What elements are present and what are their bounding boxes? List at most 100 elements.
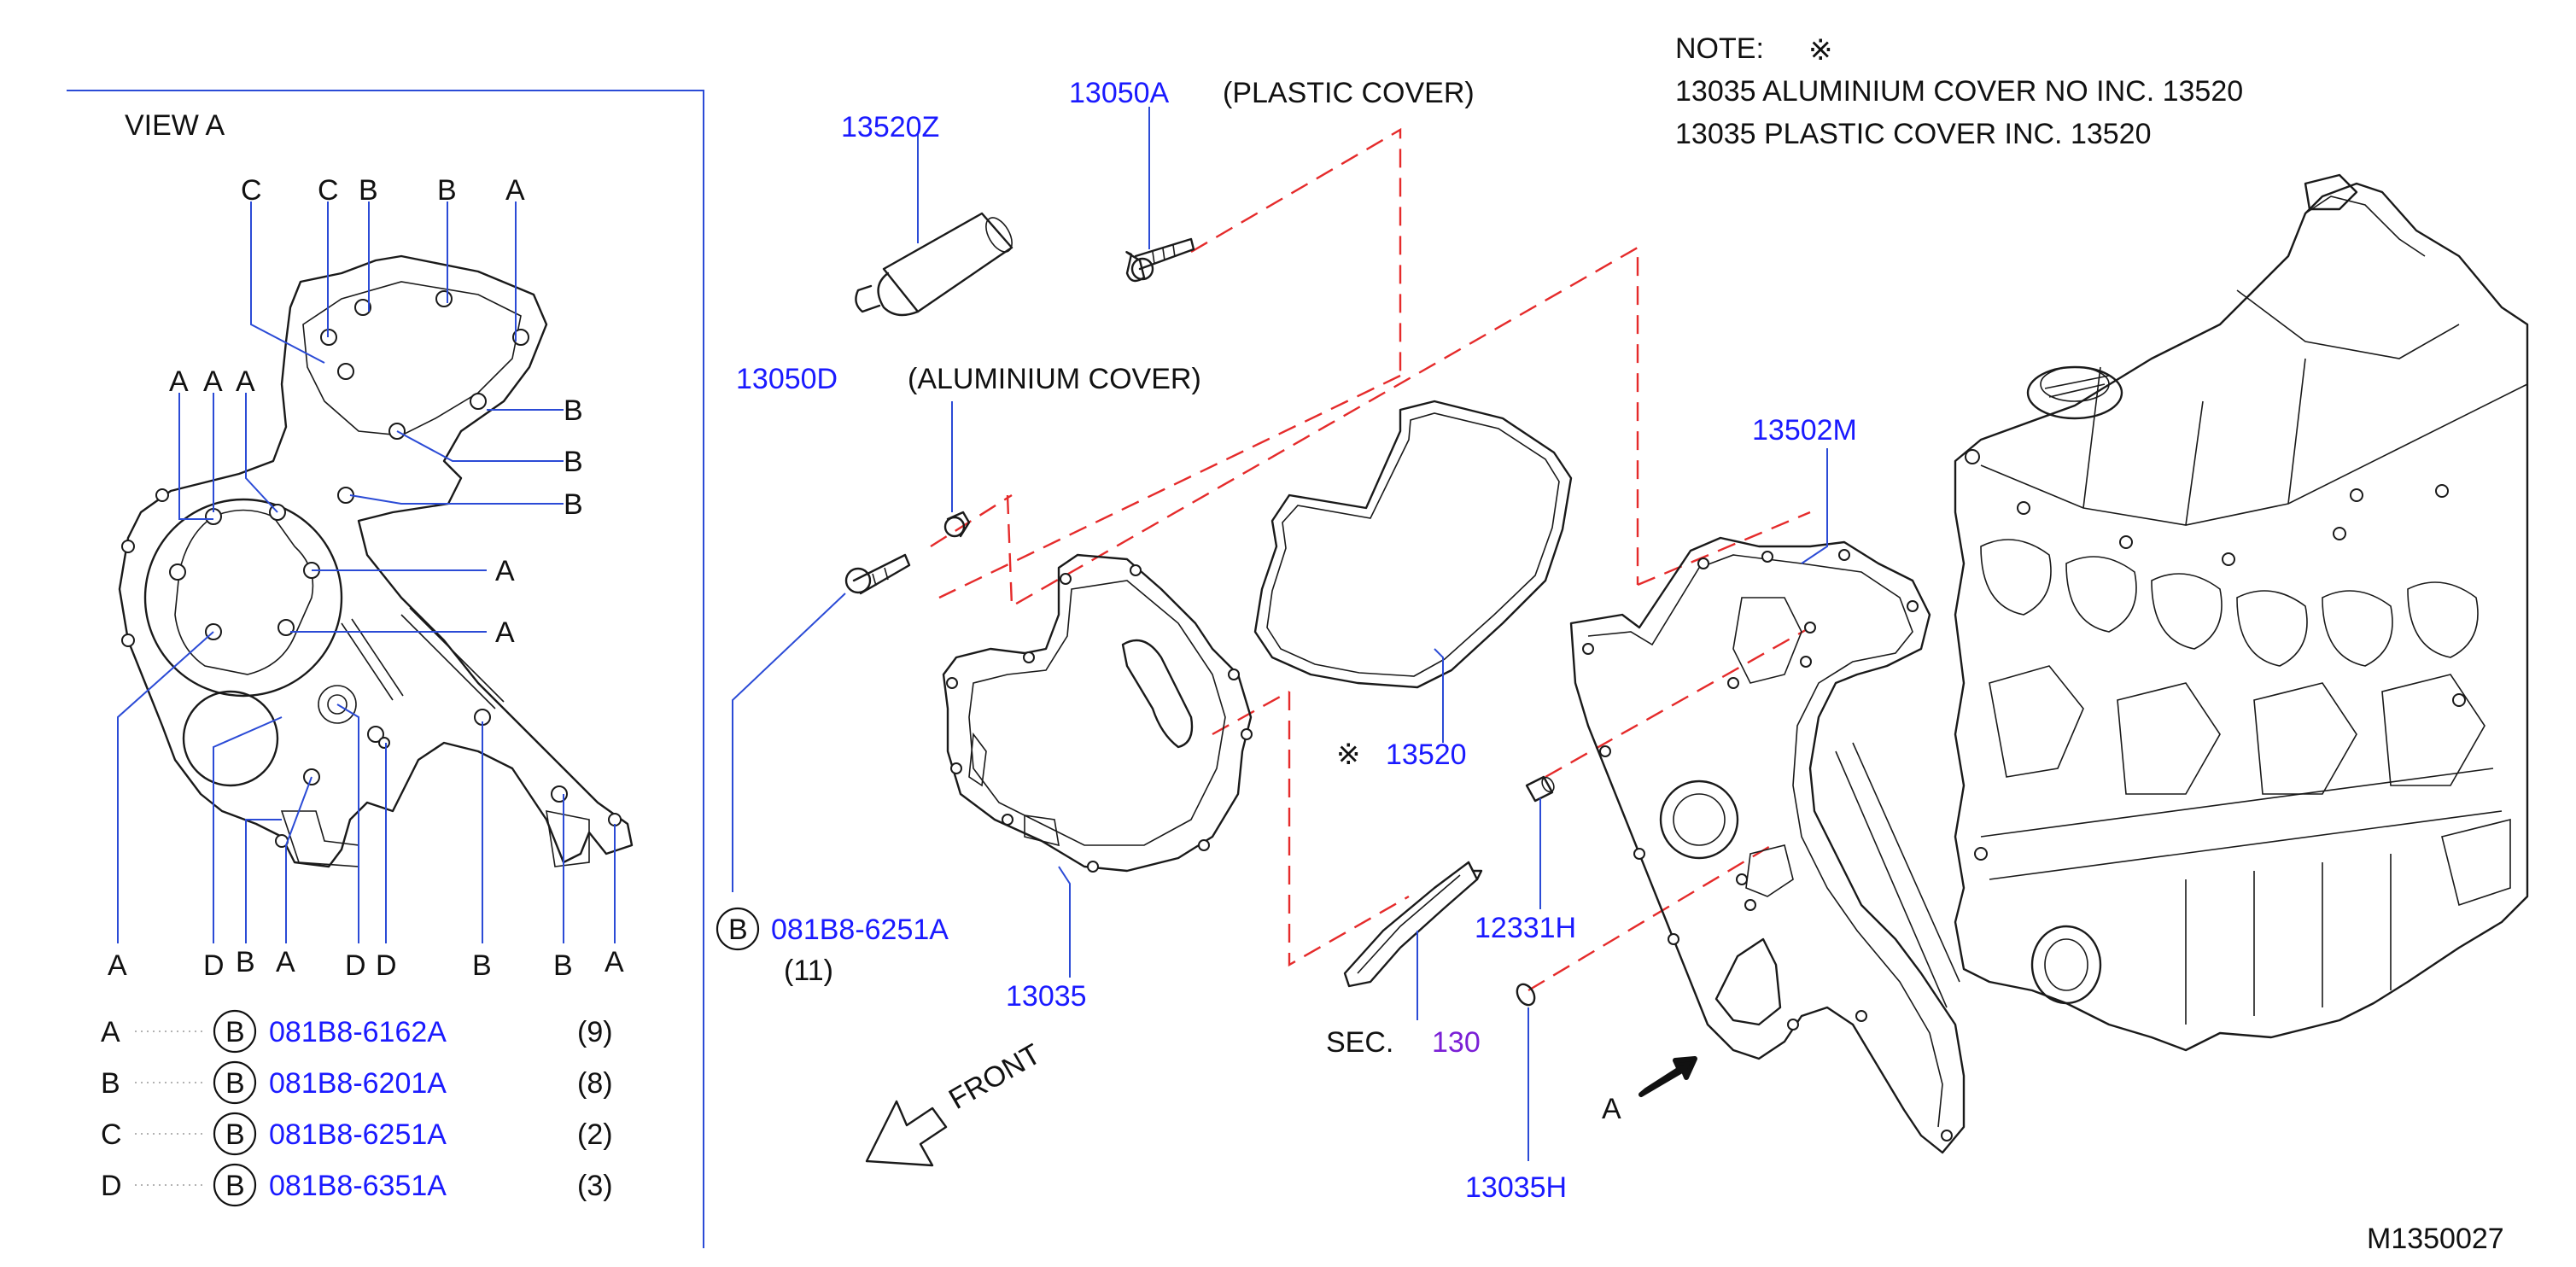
view-letter-top-4: B xyxy=(437,174,457,207)
legend-row-a[interactable]: A B 081B8-6162A (9) xyxy=(101,1009,613,1054)
part-13035h-label[interactable]: 13035H xyxy=(1465,1171,1567,1204)
front-arrow-icon: FRONT xyxy=(865,1037,1046,1167)
view-letter-right-5: A xyxy=(495,616,515,649)
view-letter-top-3: B xyxy=(359,174,378,207)
view-bolt-holes xyxy=(121,290,622,848)
view-letter-top-2: C xyxy=(318,174,339,207)
legend-qty: (2) xyxy=(577,1118,613,1151)
note-line-1: 13035 ALUMINIUM COVER NO INC. 13520 xyxy=(1675,75,2243,108)
note-block: NOTE: ※ 13035 ALUMINIUM COVER NO INC. 13… xyxy=(1675,32,2243,150)
view-letter-bottom-7: B xyxy=(472,949,492,982)
view-a-arrow-icon: A xyxy=(1602,1056,1697,1125)
view-letter-bottom-4: A xyxy=(276,946,295,978)
view-pump-boss-inner xyxy=(327,694,348,715)
view-letter-bottom-5: D xyxy=(345,949,366,982)
legend-part-number[interactable]: 081B8-6251A xyxy=(269,1118,447,1151)
view-letter-right-3: B xyxy=(564,488,583,521)
bolt-callout[interactable]: B 081B8-6251A (11) xyxy=(716,907,949,987)
view-letter-right-2: B xyxy=(564,446,583,478)
view-letter-bottom-9: A xyxy=(605,946,624,978)
legend-row-c[interactable]: C B 081B8-6251A (2) xyxy=(101,1112,613,1156)
view-a-arrow-label: A xyxy=(1602,1093,1621,1125)
o-ring[interactable] xyxy=(1514,981,1539,1008)
bolt-circle-icon xyxy=(213,1060,257,1105)
legend-row-d[interactable]: D B 081B8-6351A (3) xyxy=(101,1163,613,1207)
diagram-id: M1350027 xyxy=(2367,1223,2504,1255)
view-letter-top-5: A xyxy=(505,174,525,207)
bolt-circle-icon xyxy=(213,1009,257,1054)
bolt-callout-qty: (11) xyxy=(784,955,833,987)
bolt-callout-circle-letter: B xyxy=(728,914,748,946)
legend-row-b[interactable]: B B 081B8-6201A (8) xyxy=(101,1060,613,1105)
view-letter-bottom-8: B xyxy=(553,949,573,982)
note-line-2: 13035 PLASTIC COVER INC. 13520 xyxy=(1675,118,2152,150)
part-13520z-label[interactable]: 13520Z xyxy=(841,111,939,143)
view-letter-bottom-1: A xyxy=(108,949,127,982)
front-label: FRONT xyxy=(943,1037,1046,1115)
view-title: VIEW A xyxy=(125,109,225,142)
bolt-legend: A B 081B8-6162A (9) B B 081B8-6201A (8) … xyxy=(101,1009,613,1207)
legend-qty: (9) xyxy=(577,1016,613,1048)
legend-letter: B xyxy=(101,1067,120,1100)
legend-circle-letter: B xyxy=(225,1016,245,1048)
legend-circle-letter: B xyxy=(225,1118,245,1151)
chain-guide[interactable] xyxy=(1343,861,1483,988)
view-crank-lobes xyxy=(174,509,314,675)
view-letter-left-1: A xyxy=(169,365,189,398)
view-seal-hole xyxy=(182,690,279,787)
legend-qty: (8) xyxy=(577,1067,613,1100)
dowel-pin[interactable] xyxy=(1525,775,1557,803)
view-panel-border xyxy=(67,90,704,1248)
legend-letter: D xyxy=(101,1170,122,1202)
view-a-panel: VIEW A xyxy=(67,90,704,1248)
note-title: NOTE: xyxy=(1675,32,1764,65)
view-letter-top-1: C xyxy=(241,174,262,207)
note-symbol-icon: ※ xyxy=(1808,34,1833,67)
view-cover-outline xyxy=(118,254,634,868)
part-12331h-label[interactable]: 12331H xyxy=(1475,912,1576,944)
plastic-cover-label: (PLASTIC COVER) xyxy=(1223,77,1475,109)
part-13050a-label[interactable]: 13050A xyxy=(1069,77,1170,109)
part-13520-label[interactable]: 13520 xyxy=(1386,739,1467,771)
view-letter-bottom-6: D xyxy=(376,949,397,982)
view-leaders xyxy=(117,201,616,943)
bolt-circle-icon xyxy=(716,907,760,951)
bolt-callout-part-number[interactable]: 081B8-6251A xyxy=(771,914,949,946)
section-ref-number[interactable]: 130 xyxy=(1432,1026,1481,1059)
engine-block xyxy=(1954,173,2529,1052)
view-letter-bottom-3: B xyxy=(236,946,255,978)
bolt-13050a[interactable] xyxy=(1125,237,1195,283)
aluminium-cover-label: (ALUMINIUM COVER) xyxy=(908,363,1201,395)
view-right-tab xyxy=(546,809,590,867)
view-letter-bottom-2: D xyxy=(203,949,225,982)
note-mark-icon: ※ xyxy=(1336,739,1361,771)
view-pump-boss xyxy=(318,685,357,724)
sealant-tube[interactable] xyxy=(855,212,1017,317)
legend-circle-letter: B xyxy=(225,1067,245,1100)
rear-timing-cover[interactable] xyxy=(1569,536,1966,1154)
part-13035-label[interactable]: 13035 xyxy=(1006,980,1087,1013)
legend-part-number[interactable]: 081B8-6162A xyxy=(269,1016,447,1048)
gasket[interactable] xyxy=(1253,400,1573,689)
part-13502m-label[interactable]: 13502M xyxy=(1752,414,1857,447)
legend-qty: (3) xyxy=(577,1170,613,1202)
view-letter-left-2: A xyxy=(203,365,223,398)
front-cover[interactable] xyxy=(942,553,1253,873)
legend-letter: A xyxy=(101,1016,120,1048)
bolt-13050d[interactable] xyxy=(844,511,971,595)
bolt-circle-icon xyxy=(213,1163,257,1207)
view-tensioner-slot xyxy=(400,607,505,709)
phantom-lines xyxy=(930,127,1811,992)
section-ref-label: SEC. xyxy=(1326,1026,1393,1059)
part-13050d-label[interactable]: 13050D xyxy=(736,363,838,395)
legend-part-number[interactable]: 081B8-6351A xyxy=(269,1170,447,1202)
bolt-circle-icon xyxy=(213,1112,257,1156)
view-crank-ring xyxy=(143,498,343,698)
view-letter-left-3: A xyxy=(236,365,255,398)
part-leaders xyxy=(732,107,1828,1161)
view-letter-right-1: B xyxy=(564,394,583,427)
view-letter-right-4: A xyxy=(495,555,515,587)
legend-letter: C xyxy=(101,1118,122,1151)
legend-part-number[interactable]: 081B8-6201A xyxy=(269,1067,447,1100)
